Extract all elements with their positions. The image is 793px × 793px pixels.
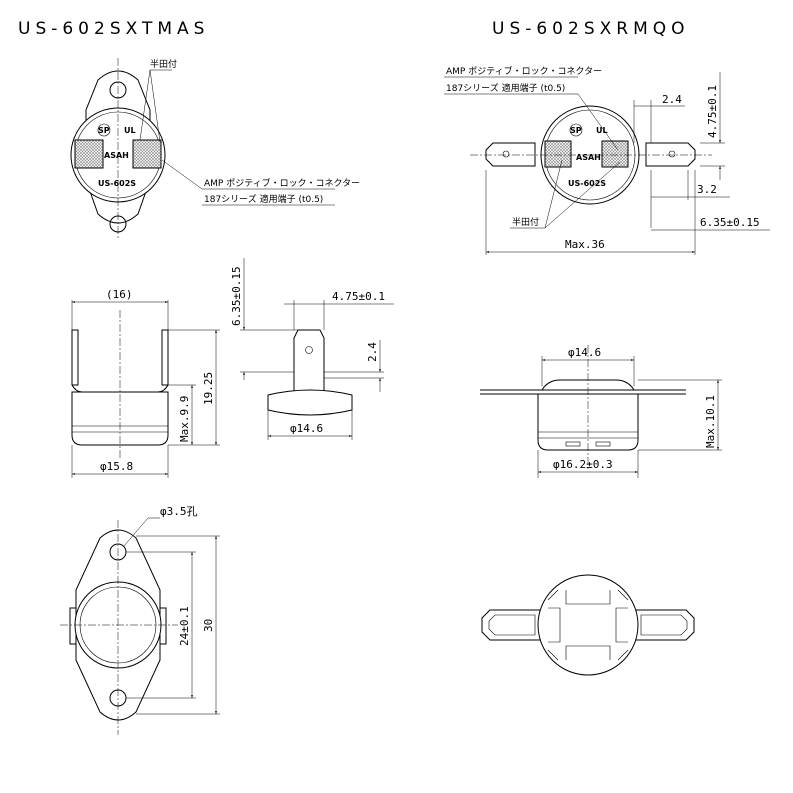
svg-text:AMP ポジティブ・ロック・コネクター: AMP ポジティブ・ロック・コネクター (204, 177, 360, 189)
left-side-view: (16) 19.25 Max.9.9 φ15.8 (71, 288, 220, 478)
ul-mark: UL (124, 126, 136, 135)
svg-text:187シリーズ 適用端子 (t0.5): 187シリーズ 適用端子 (t0.5) (204, 193, 323, 205)
right-back-view (481, 574, 695, 676)
dim-r-4-75: 4.75±0.1 (706, 85, 719, 138)
connector-note-left: AMP ポジティブ・ロック・コネクター 187シリーズ 適用端子 (t0.5) (161, 159, 360, 206)
dim-t-dia14-6: φ14.6 (290, 422, 323, 435)
dim-dia15-8: φ15.8 (100, 460, 133, 473)
dim-r-3-2: 3.2 (697, 183, 717, 196)
right-side-view: φ14.6 φ16.2±0.3 Max.10.1 (480, 345, 722, 478)
terminal-pad-left (74, 139, 104, 169)
dim-r-dia16-2: φ16.2±0.3 (553, 458, 613, 471)
svg-text:187シリーズ 適用端子 (t0.5): 187シリーズ 適用端子 (t0.5) (446, 82, 565, 94)
dim-max9-9: Max.9.9 (178, 396, 191, 442)
dim-r-dia14-6: φ14.6 (568, 346, 601, 359)
brand-mark: ASAH (104, 151, 129, 160)
dim-r-6-35: 6.35±0.15 (700, 216, 760, 229)
title-right: US-602SXRMQO (492, 19, 690, 39)
dim-hole3-5: φ3.5孔 (160, 505, 198, 518)
terminal-pad-right-r (601, 140, 629, 168)
dim-r-2-4: 2.4 (662, 93, 682, 106)
connector-note-right: AMP ポジティブ・ロック・コネクター 187シリーズ 適用端子 (t0.5) (444, 65, 619, 151)
model-mark-r: US-602S (568, 179, 606, 188)
dim-max36: Max.36 (565, 238, 605, 251)
dim-t-2-4: 2.4 (366, 342, 379, 362)
right-front-view: SP UL ASAH US-602S 半田付 (470, 105, 712, 229)
right-top-dimensions: Max.36 2.4 4.75±0.1 3.2 6.35±0.15 (485, 72, 770, 255)
svg-text:AMP ポジティブ・ロック・コネクター: AMP ポジティブ・ロック・コネクター (446, 65, 602, 77)
brand-mark-r: ASAH (576, 153, 601, 162)
csa-mark: SP (98, 126, 110, 135)
terminal-pad-left-r (544, 140, 572, 168)
dim-r-max10-1: Max.10.1 (704, 395, 717, 448)
solder-note-right: 半田付 (512, 216, 539, 228)
dim-19-25: 19.25 (202, 372, 215, 405)
ul-mark-r: UL (596, 126, 608, 135)
dim-24: 24±0.1 (178, 606, 191, 646)
dim-30: 30 (202, 619, 215, 632)
terminal-detail: 6.35±0.15 4.75±0.1 2.4 φ14.6 (230, 258, 394, 440)
terminal-pad-right (132, 139, 162, 169)
dim-16: (16) (106, 288, 133, 301)
solder-note-left: 半田付 (150, 58, 177, 70)
model-mark: US-602S (98, 179, 136, 188)
csa-mark-r: SP (570, 126, 582, 135)
dim-t-4-75: 4.75±0.1 (332, 290, 385, 303)
dim-t-6-35: 6.35±0.15 (230, 266, 243, 326)
title-left: US-602SXTMAS (18, 19, 209, 39)
left-front-view: SP UL ASAH US-602S 半田付 (70, 58, 177, 240)
left-back-view: φ3.5孔 24±0.1 30 (60, 505, 220, 735)
